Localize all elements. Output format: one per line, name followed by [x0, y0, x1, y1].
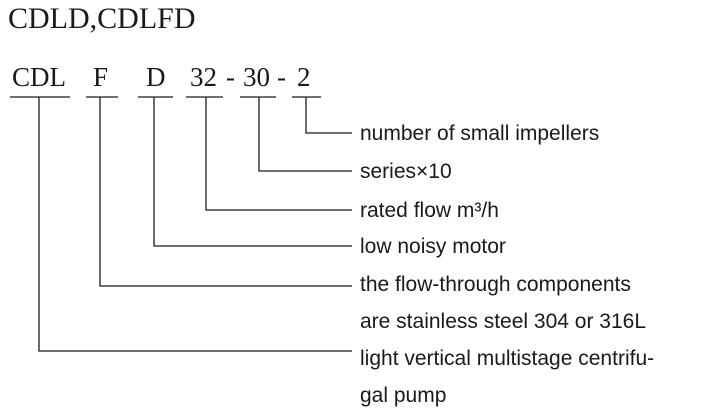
leader-pump — [38, 97, 352, 352]
leader-impellers — [305, 97, 352, 134]
label-pump-line1: light vertical multistage centrifu- — [360, 347, 655, 370]
label-rated-flow: rated flow m³/h — [360, 199, 499, 222]
code-part-impellers: 2 — [297, 62, 311, 92]
leader-series — [258, 97, 352, 172]
code-part-flow: 32 — [190, 62, 217, 92]
label-material-line1: the flow-through components — [360, 273, 631, 296]
label-material-line2: are stainless steel 304 or 316L — [360, 310, 647, 333]
code-part-cdl: CDL — [12, 62, 66, 92]
code-part-d: D — [146, 62, 166, 92]
label-motor: low noisy motor — [360, 235, 506, 258]
label-pump-line2: gal pump — [360, 384, 447, 407]
code-dash-2: - — [277, 62, 286, 92]
diagram-title: CDLD,CDLFD — [8, 2, 196, 35]
label-series: series×10 — [360, 160, 452, 183]
code-dash-1: - — [226, 62, 235, 92]
leader-material — [99, 97, 352, 287]
label-impellers: number of small impellers — [360, 122, 600, 145]
leader-rated-flow — [205, 97, 352, 211]
leader-motor — [153, 97, 352, 247]
code-part-series: 30 — [243, 62, 270, 92]
code-part-f: F — [93, 62, 109, 92]
